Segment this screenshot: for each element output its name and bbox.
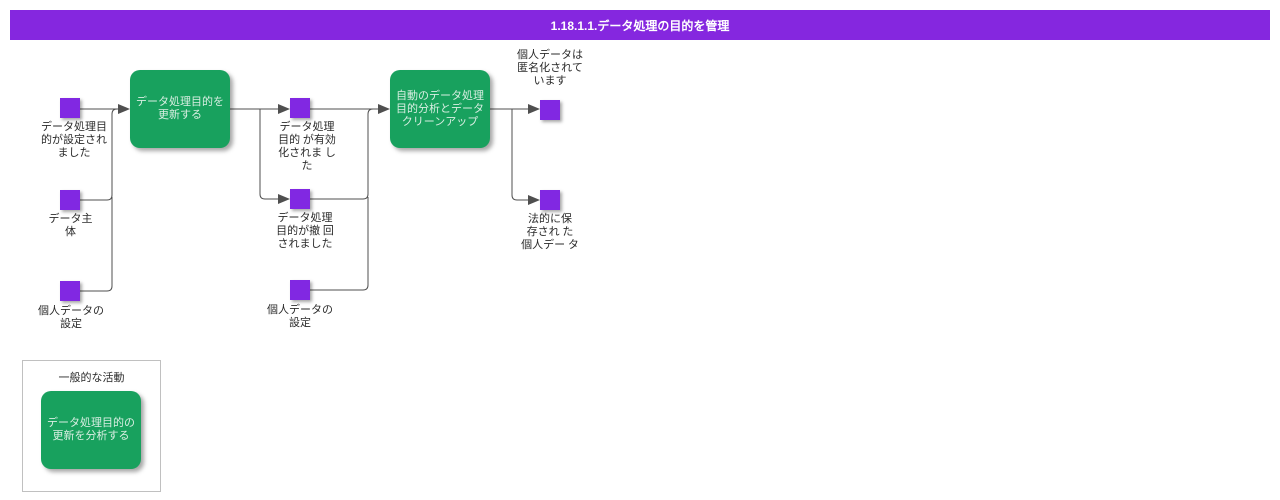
event-personal-data-config-left-label: 個人データの 設定 bbox=[38, 305, 104, 330]
diagram-title-bar: 1.18.1.1.データ処理の目的を管理 bbox=[10, 10, 1270, 40]
event-personal-data-config-mid-label: 個人データの 設定 bbox=[267, 304, 333, 329]
arrowhead-into-activated bbox=[278, 104, 290, 114]
edge-branch-to-legally-stored bbox=[511, 109, 528, 201]
activity-update-purpose[interactable]: データ処理目的を 更新する bbox=[130, 70, 230, 148]
diagram-title: 1.18.1.1.データ処理の目的を管理 bbox=[550, 18, 730, 33]
event-personal-data-config-left[interactable] bbox=[60, 281, 80, 301]
event-anonymized-label: 個人データは 匿名化されて います bbox=[517, 49, 583, 87]
activity-auto-analysis[interactable]: 自動のデータ処理 目的分析とデータ クリーンアップ bbox=[390, 70, 490, 148]
arrowhead-into-withdrawn bbox=[278, 194, 290, 204]
legend-activity-analyze-update[interactable]: データ処理目的の 更新を分析する bbox=[41, 391, 141, 469]
arrowhead-into-analysis bbox=[378, 104, 390, 114]
event-data-subject-label: データ主 体 bbox=[48, 213, 93, 238]
arrowhead-into-update bbox=[118, 104, 130, 114]
event-purpose-withdrawn[interactable] bbox=[290, 189, 310, 209]
arrowhead-into-legally-stored bbox=[528, 195, 540, 205]
legend-activity-label: データ処理目的の 更新を分析する bbox=[47, 417, 135, 442]
event-purpose-activated-label: データ処理 目的 が有効 化されま し た bbox=[278, 121, 336, 172]
event-legally-stored[interactable] bbox=[540, 190, 560, 210]
activity-auto-analysis-label: 自動のデータ処理 目的分析とデータ クリーンアップ bbox=[396, 89, 484, 128]
event-anonymized[interactable] bbox=[540, 100, 560, 120]
edge-personal-config-left-to-junction bbox=[80, 197, 113, 292]
legend-title: 一般的な活動 bbox=[58, 372, 125, 384]
event-purpose-withdrawn-label: データ処理 目的が撤 回 されました bbox=[276, 212, 334, 250]
arrowhead-into-anonymized bbox=[528, 104, 540, 114]
activity-update-purpose-label: データ処理目的を 更新する bbox=[136, 96, 224, 121]
event-purpose-set[interactable] bbox=[60, 98, 80, 118]
event-personal-data-config-mid[interactable] bbox=[290, 280, 310, 300]
legend-panel: 一般的な活動 データ処理目的の 更新を分析する bbox=[22, 360, 161, 492]
event-purpose-set-label: データ処理目 的が設定され ました bbox=[41, 121, 107, 159]
event-data-subject[interactable] bbox=[60, 190, 80, 210]
event-legally-stored-label: 法的に保 存され た 個人デー タ bbox=[521, 213, 579, 251]
event-purpose-activated[interactable] bbox=[290, 98, 310, 118]
